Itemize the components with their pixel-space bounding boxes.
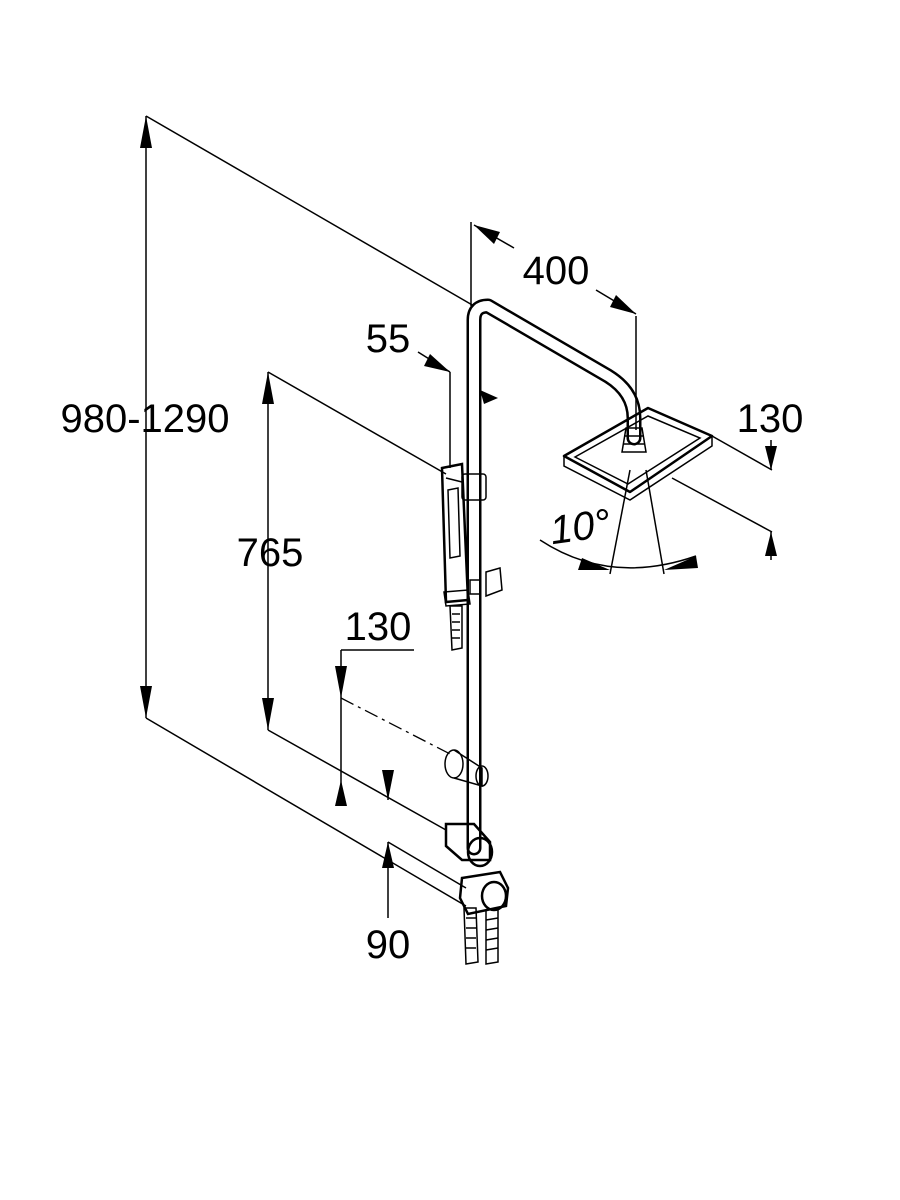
arm-length-label: 400 — [523, 249, 590, 293]
dimension-arm-length: 400 — [470, 222, 637, 430]
hand-shower — [440, 462, 471, 651]
dimension-tilt-angle: 10° — [539, 469, 698, 575]
dimension-handshower-offset: 55 — [366, 317, 498, 468]
thermostat-mixer — [444, 822, 510, 965]
dimension-wall-offset: 130 — [335, 605, 455, 806]
dimension-head-size: 130 — [671, 397, 804, 560]
dimension-slider-height: 765 — [237, 371, 447, 831]
wall-offset-label: 130 — [345, 605, 412, 649]
dimension-mixer-offset: 90 — [366, 841, 467, 967]
slider-height-label: 765 — [237, 531, 304, 575]
mixer-offset-label: 90 — [366, 923, 411, 967]
head-size-label: 130 — [737, 397, 804, 441]
shower-riser-column — [466, 298, 642, 856]
dimension-total-height: 980-1290 — [60, 115, 475, 907]
handshower-offset-label: 55 — [366, 317, 411, 361]
tilt-angle-label: 10° — [547, 501, 613, 553]
overhead-shower-head — [562, 406, 714, 501]
wall-bracket — [444, 749, 489, 787]
total-height-label: 980-1290 — [60, 397, 229, 441]
